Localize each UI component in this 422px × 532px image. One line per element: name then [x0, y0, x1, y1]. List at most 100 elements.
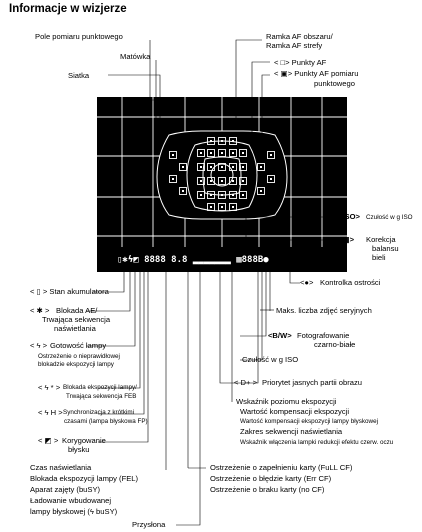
af-point: [229, 137, 237, 145]
af-point: [169, 175, 177, 183]
af-point: [257, 163, 265, 171]
label-spot-metering: Pole pomiaru punktowego: [35, 32, 123, 41]
af-point-center: [210, 166, 212, 168]
label-hss-2: czasami (lampa błyskowa FP): [64, 418, 148, 425]
af-point-center: [270, 178, 272, 180]
viewfinder-graphic: [97, 97, 347, 272]
label-af-area-frame-1: Ramka AF obszaru/: [266, 32, 333, 41]
af-point: [239, 149, 247, 157]
label-card-error: Ostrzeżenie o błędzie karty (Err CF): [210, 474, 332, 483]
af-point: [207, 203, 215, 211]
label-ae-lock-3: naświetlania: [54, 324, 96, 333]
label-flash-comp-2: błysku: [68, 445, 90, 454]
af-point: [218, 137, 226, 145]
label-htp: Priorytet jasnych partii obrazu: [262, 378, 363, 387]
label-af-point-2: < ▣> Punkty AF pomiaru: [274, 69, 359, 78]
af-point-center: [242, 194, 244, 196]
label-focus-confirm: Kontrolka ostrości: [320, 278, 381, 287]
af-point: [207, 149, 215, 157]
af-point-center: [200, 194, 202, 196]
label-card-full: Ostrzeżenie o zapełnieniu karty (FuLL CF…: [210, 463, 353, 472]
af-point: [207, 177, 215, 185]
viewfinder-info-bar: ▯✱ϟ◩ 8888 8.8 ▂▂▂▂▂▂▂ ▦888B●: [117, 255, 269, 265]
af-point-center: [242, 180, 244, 182]
label-shutter-2: Blokada ekspozycji lampy (FEL): [30, 474, 139, 483]
af-point-center: [232, 206, 234, 208]
af-area: [156, 130, 288, 220]
af-point: [197, 149, 205, 157]
viewfinder: ▯✱ϟ◩ 8888 8.8 ▂▂▂▂▂▂▂ ▦888B●: [97, 97, 347, 272]
af-point-center: [221, 152, 223, 154]
af-point-center: [210, 140, 212, 142]
af-point: [267, 175, 275, 183]
label-shutter-1: Czas naświetlania: [30, 463, 92, 472]
label-fe-lock-1: Blokada ekspozycji lampy/: [63, 384, 137, 391]
label-iso-speed: Czułość w g ISO: [242, 355, 299, 364]
label-card-missing: Ostrzeżenie o braku karty (no CF): [210, 485, 325, 494]
af-point-center: [232, 194, 234, 196]
label-battery-check: < ▯ > Stan akumulatora: [30, 287, 109, 296]
af-point: [207, 137, 215, 145]
label-wb-correction-3: bieli: [372, 253, 386, 262]
label-iso-speed-symbol: Czułość w g ISO: [366, 214, 413, 221]
af-point: [197, 191, 205, 199]
label-exposure-level-1: Wskaźnik poziomu ekspozycji: [236, 397, 337, 406]
af-point-center: [260, 166, 262, 168]
af-point: [239, 163, 247, 171]
af-point-center: [182, 166, 184, 168]
af-point-center: [232, 180, 234, 182]
af-point: [239, 177, 247, 185]
af-point-center: [210, 152, 212, 154]
af-point: [197, 177, 205, 185]
wb-correction-symbol: <▦>: [338, 235, 355, 244]
label-shutter-4: Ładowanie wbudowanej: [30, 496, 112, 505]
af-point: [179, 163, 187, 171]
af-point-center: [210, 194, 212, 196]
label-mono-1: Fotografowanie: [297, 331, 350, 340]
af-point-center: [270, 154, 272, 156]
af-point-center: [200, 180, 202, 182]
af-points: [169, 137, 275, 211]
af-point: [218, 149, 226, 157]
af-point-center: [210, 206, 212, 208]
af-point: [267, 151, 275, 159]
af-point: [179, 187, 187, 195]
label-hss-1: Synchronizacja z krótkimi: [63, 409, 135, 416]
af-point: [229, 191, 237, 199]
fe-lock-symbol: < ϟ * >: [38, 383, 61, 392]
label-focusing-screen: Matówka: [120, 52, 151, 61]
af-point: [229, 177, 237, 185]
flash-ready-symbol: < ϟ >: [30, 341, 48, 350]
label-ae-lock-1: Blokada AE/: [56, 306, 98, 315]
label-exposure-level-2: Wartość kompensacji ekspozycji: [240, 407, 350, 416]
af-point: [169, 151, 177, 159]
label-flash-ready-2: Ostrzeżenie o nieprawidłowej: [38, 353, 120, 360]
label-ae-lock-2: Trwająca sekwencja: [42, 315, 111, 324]
af-point: [229, 149, 237, 157]
label-wb-correction-2: balansu: [372, 244, 399, 253]
af-point: [239, 191, 247, 199]
af-point-center: [221, 180, 223, 182]
af-point-center: [232, 140, 234, 142]
mono-symbol: <B/W>: [268, 331, 292, 340]
label-exposure-level-3: Wartość kompensacji ekspozycji lampy bły…: [240, 418, 378, 425]
ae-lock-symbol: < ✱ >: [30, 306, 50, 315]
label-wb-correction-1: Korekcja: [366, 235, 396, 244]
af-point: [218, 191, 226, 199]
af-point: [218, 177, 226, 185]
label-af-point-1: < □> Punkty AF: [274, 58, 327, 67]
label-shutter-3: Aparat zajęty (buSY): [30, 485, 101, 494]
af-point: [218, 203, 226, 211]
af-point-center: [221, 194, 223, 196]
flash-comp-symbol: < ◩ >: [38, 436, 59, 445]
af-point: [207, 163, 215, 171]
af-point-center: [232, 152, 234, 154]
label-mono-2: czarno-białe: [314, 340, 356, 349]
page-title: Informacje w wizjerze: [9, 3, 127, 15]
label-shutter-5: lampy błyskowej (ϟ buSY): [30, 507, 118, 516]
af-point-center: [182, 190, 184, 192]
hss-symbol: < ϟ H >: [38, 408, 63, 417]
label-fe-lock-2: Trwająca sekwencja FEB: [66, 393, 137, 400]
af-point-center: [242, 152, 244, 154]
